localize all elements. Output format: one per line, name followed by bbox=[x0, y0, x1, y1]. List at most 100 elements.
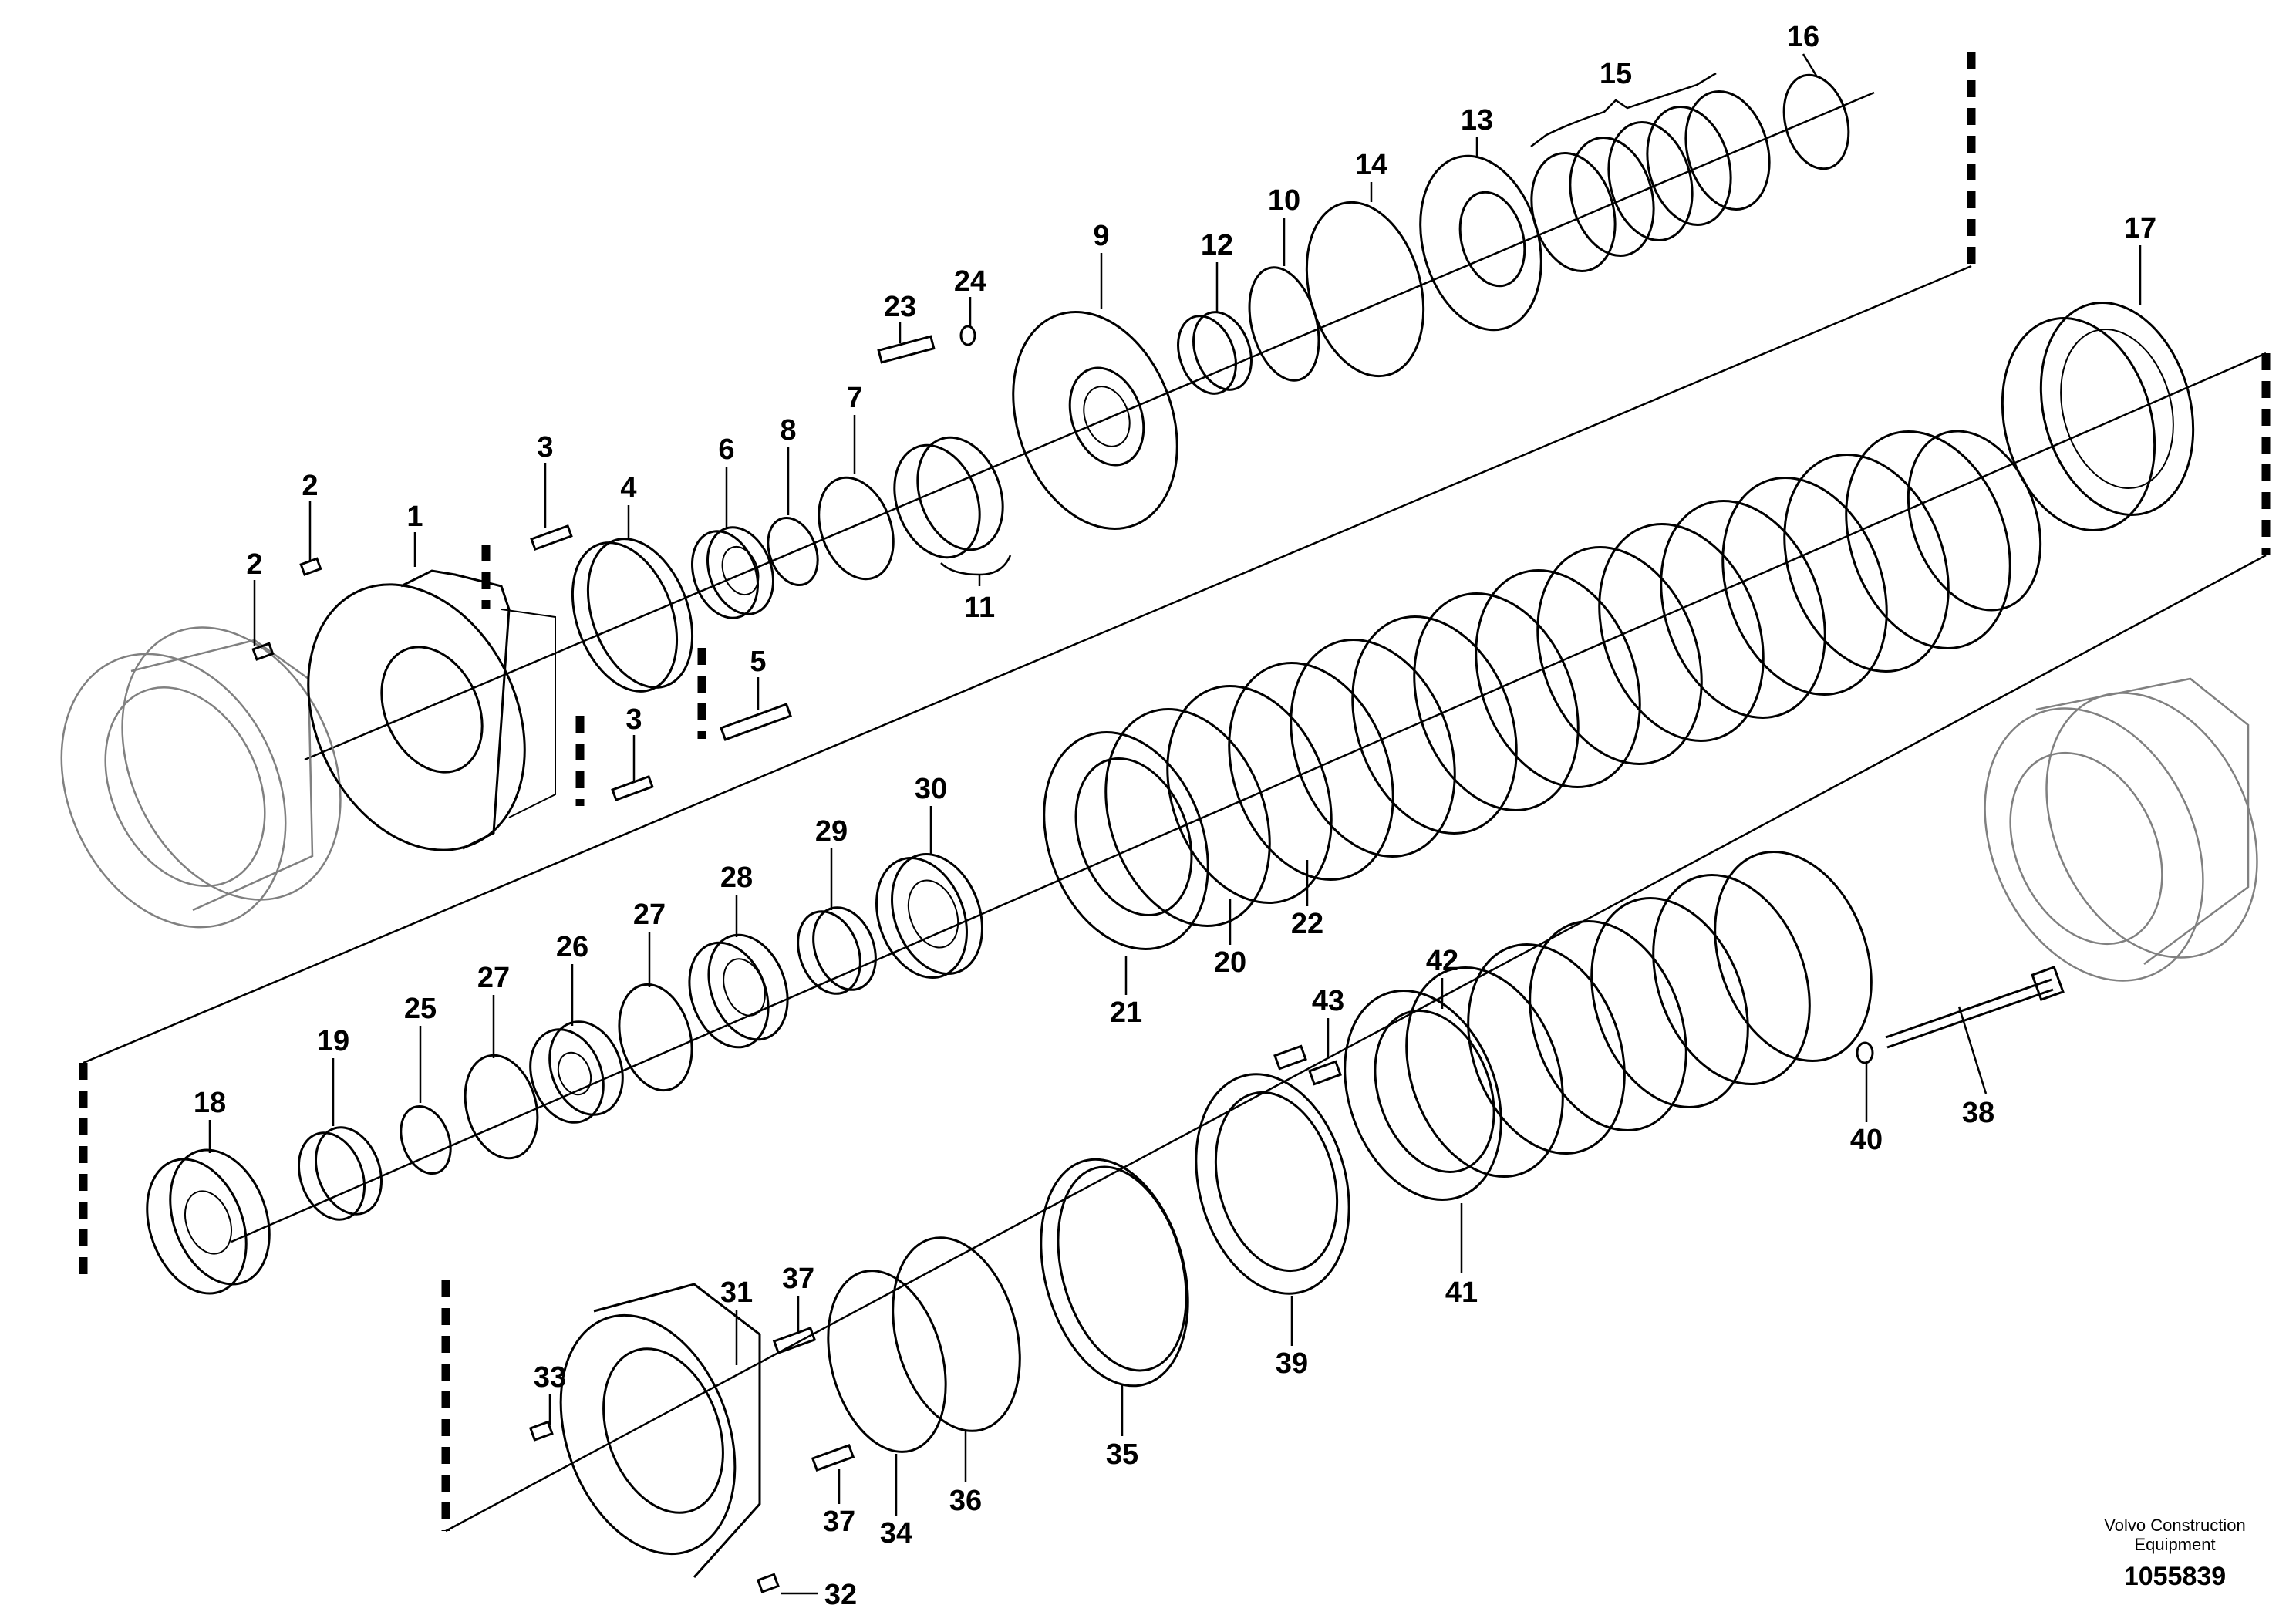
callout-14: 14 bbox=[1355, 149, 1387, 181]
part-2-bolt-b bbox=[299, 557, 322, 576]
part-26-hub bbox=[529, 1020, 624, 1124]
right-housing-outline bbox=[1984, 677, 2258, 982]
part-27-snap-ring-b bbox=[464, 1054, 539, 1160]
part-33-pin bbox=[528, 1420, 554, 1442]
callout-22: 22 bbox=[1291, 908, 1323, 940]
part-2-bolt-a bbox=[251, 642, 275, 661]
callout-3-upper: 3 bbox=[537, 431, 553, 464]
leader-lines bbox=[208, 53, 2142, 1595]
callout-2-upper: 2 bbox=[302, 470, 318, 502]
callout-34: 34 bbox=[880, 1517, 912, 1549]
part-1-cover bbox=[307, 569, 556, 851]
callout-43: 43 bbox=[1312, 985, 1344, 1017]
callout-33: 33 bbox=[534, 1361, 566, 1394]
callout-32: 32 bbox=[824, 1579, 857, 1611]
part-37-pin-a bbox=[772, 1327, 817, 1354]
part-41-42-brake-discs bbox=[1344, 850, 1873, 1202]
part-3-pin-b bbox=[611, 774, 654, 802]
part-3-pin-a bbox=[530, 524, 573, 551]
part-35-piston-ring bbox=[1040, 1158, 1189, 1388]
callout-37-lower: 37 bbox=[823, 1506, 855, 1538]
callout-39: 39 bbox=[1276, 1347, 1308, 1380]
callout-15: 15 bbox=[1600, 58, 1632, 90]
part-36-seal-ring bbox=[892, 1236, 1021, 1432]
part-32-plug bbox=[756, 1573, 780, 1593]
callout-42: 42 bbox=[1426, 945, 1458, 977]
callout-12: 12 bbox=[1201, 229, 1233, 261]
part-4-ring bbox=[571, 538, 694, 693]
callout-27-right: 27 bbox=[633, 899, 666, 931]
callout-41: 41 bbox=[1445, 1276, 1478, 1309]
part-18-gear bbox=[146, 1148, 271, 1295]
callout-27-left: 27 bbox=[477, 962, 510, 994]
boundary-frames bbox=[79, 52, 2271, 1531]
part-8-snap-ring bbox=[767, 516, 819, 587]
part-38-bolt bbox=[1885, 965, 2065, 1049]
callout-35: 35 bbox=[1106, 1438, 1138, 1471]
credit-line-2: Equipment bbox=[2134, 1535, 2215, 1554]
callout-25: 25 bbox=[404, 993, 437, 1025]
callout-3-lower: 3 bbox=[625, 703, 642, 736]
title-block: Volvo Construction Equipment 1055839 bbox=[2104, 1516, 2245, 1591]
callout-37-upper: 37 bbox=[782, 1263, 814, 1295]
callout-13: 13 bbox=[1461, 104, 1493, 137]
part-17-ring-gear bbox=[2001, 302, 2195, 531]
callout-28: 28 bbox=[720, 862, 753, 894]
part-13-piston bbox=[1419, 154, 1542, 332]
part-39-plate bbox=[1195, 1073, 1350, 1295]
part-6-bearing bbox=[690, 526, 775, 619]
callout-19: 19 bbox=[317, 1025, 349, 1057]
callout-16: 16 bbox=[1787, 21, 1819, 53]
callout-38: 38 bbox=[1962, 1097, 1994, 1129]
callout-1: 1 bbox=[406, 501, 423, 533]
callout-20: 20 bbox=[1214, 946, 1246, 979]
part-28-gear bbox=[688, 933, 789, 1049]
callout-9: 9 bbox=[1093, 220, 1109, 252]
callout-30: 30 bbox=[915, 773, 947, 805]
callout-labels: 1 2 2 3 3 4 5 6 8 7 11 9 23 24 12 10 14 … bbox=[194, 21, 2156, 1611]
part-12-bearing bbox=[1177, 311, 1253, 395]
part-24-washer bbox=[959, 325, 976, 346]
callout-21: 21 bbox=[1110, 996, 1142, 1029]
credit-line-1: Volvo Construction bbox=[2104, 1516, 2245, 1535]
callout-8: 8 bbox=[780, 414, 796, 447]
callout-2-lower: 2 bbox=[246, 548, 262, 581]
callout-4: 4 bbox=[620, 472, 636, 504]
callout-18: 18 bbox=[194, 1087, 226, 1119]
part-19-bearing bbox=[297, 1126, 383, 1221]
callout-23: 23 bbox=[884, 291, 916, 323]
part-15-disc-pack bbox=[1530, 89, 1771, 273]
part-5-bolt bbox=[720, 703, 792, 741]
part-9-carrier bbox=[1012, 311, 1178, 530]
part-25-circlip bbox=[400, 1104, 452, 1175]
callout-31: 31 bbox=[720, 1276, 753, 1309]
part-16-snap-ring bbox=[1782, 73, 1850, 170]
part-40-clip bbox=[1856, 1041, 1874, 1064]
callout-7: 7 bbox=[846, 382, 862, 414]
part-11-seal-rings bbox=[893, 436, 1004, 559]
part-29-bearing bbox=[797, 906, 877, 995]
part-14-seal-ring bbox=[1305, 201, 1425, 378]
callout-5: 5 bbox=[750, 646, 766, 678]
callout-36: 36 bbox=[949, 1485, 982, 1517]
part-10-snap-ring bbox=[1248, 266, 1320, 382]
callout-10: 10 bbox=[1268, 184, 1300, 217]
part-31-cover bbox=[559, 1283, 761, 1579]
part-7-snap-ring bbox=[818, 476, 895, 581]
document-number: 1055839 bbox=[2124, 1562, 2226, 1591]
part-20-22-clutch-plates bbox=[1043, 430, 2042, 950]
callout-24: 24 bbox=[954, 265, 986, 298]
part-37-pin-b bbox=[811, 1444, 855, 1472]
part-27-snap-ring-a bbox=[618, 983, 693, 1092]
part-43-springs bbox=[1273, 1044, 1342, 1086]
callout-40: 40 bbox=[1850, 1124, 1883, 1156]
callout-29: 29 bbox=[815, 815, 848, 848]
part-23-bolt bbox=[877, 335, 936, 364]
callout-6: 6 bbox=[718, 433, 734, 466]
callout-11: 11 bbox=[964, 592, 995, 624]
part-34-seal-ring bbox=[827, 1270, 947, 1453]
callout-17: 17 bbox=[2124, 212, 2156, 244]
left-housing-outline bbox=[60, 626, 342, 929]
callout-26: 26 bbox=[556, 931, 588, 963]
